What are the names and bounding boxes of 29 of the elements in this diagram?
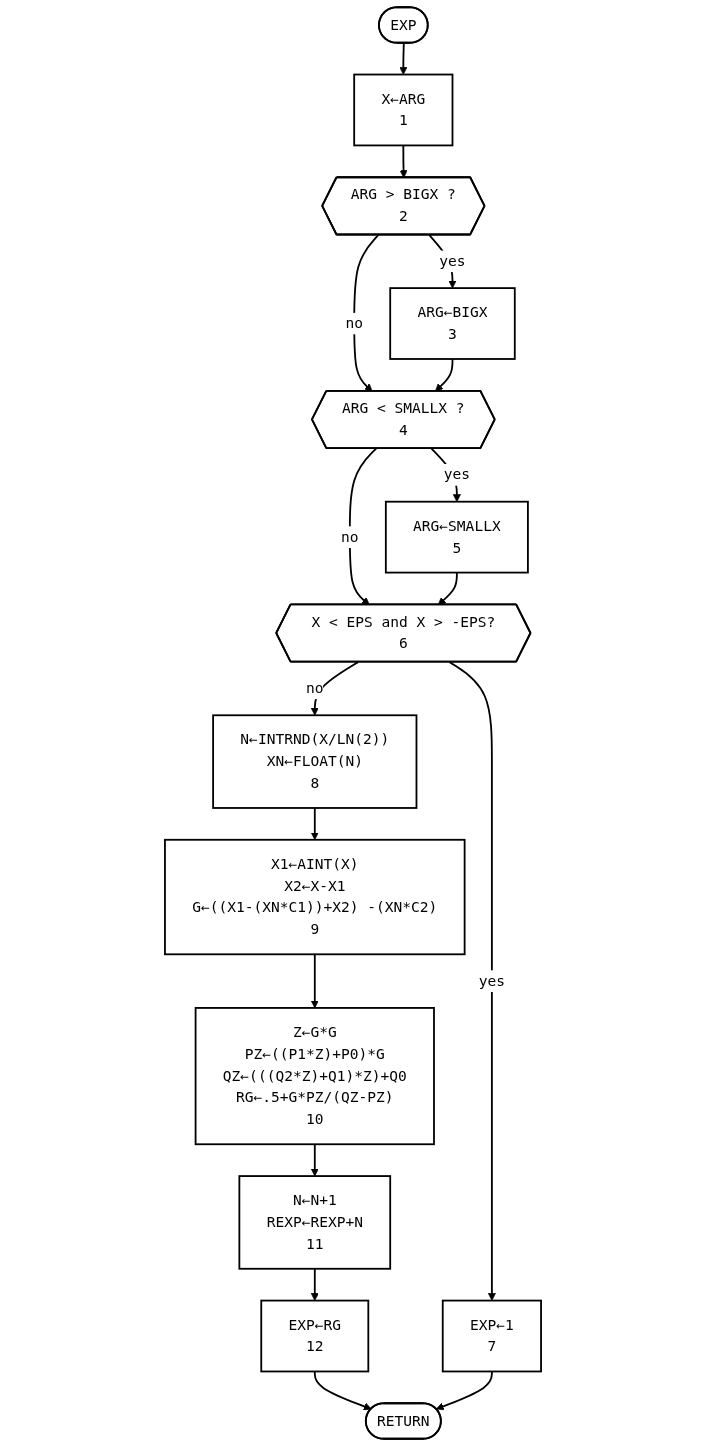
- node-box: ARG←BIGX 3: [389, 287, 516, 360]
- arrow: [310, 1267, 319, 1301]
- node-box: N←INTRND(X/LN(2)) XN←FLOAT(N) 8: [212, 714, 418, 809]
- edge-label: no: [345, 314, 363, 332]
- edge-label: yes: [478, 972, 506, 990]
- arrow: [435, 1370, 493, 1411]
- arrow: [310, 661, 359, 716]
- arrow: [448, 661, 496, 1301]
- arrow: [348, 447, 378, 606]
- arrow: [437, 571, 458, 606]
- arrow: [313, 1370, 372, 1411]
- node-box: X1←AINT(X) X2←X-X1 G←((X1-(XN*C1))+X2) -(XN*C2) 9: [164, 838, 466, 956]
- node-box: EXP←RG 12: [260, 1299, 370, 1373]
- arrow: [310, 807, 319, 841]
- node-box: X←ARG 1: [353, 73, 454, 147]
- edge-label: no: [341, 528, 359, 546]
- node-box: EXP←1 7: [441, 1299, 542, 1373]
- node-box: N←N+1 REXP←REXP+N 11: [238, 1175, 392, 1270]
- edge-label: yes: [443, 465, 471, 484]
- arrow: [399, 42, 408, 75]
- node-box: ARG←SMALLX 5: [384, 500, 529, 574]
- node-box: Z←G*G PZ←((P1*Z)+P0)*G QZ←(((Q2*Z)+Q1)*Z)+Q0 RG←.5+G*PZ/(QZ-PZ) 10: [194, 1007, 435, 1146]
- edge-label: no: [306, 679, 324, 697]
- edge-label: yes: [439, 252, 466, 270]
- arrow: [435, 358, 454, 392]
- arrow: [310, 953, 319, 1009]
- arrow: [399, 144, 408, 179]
- arrow: [310, 1143, 319, 1177]
- arrow: [353, 234, 380, 392]
